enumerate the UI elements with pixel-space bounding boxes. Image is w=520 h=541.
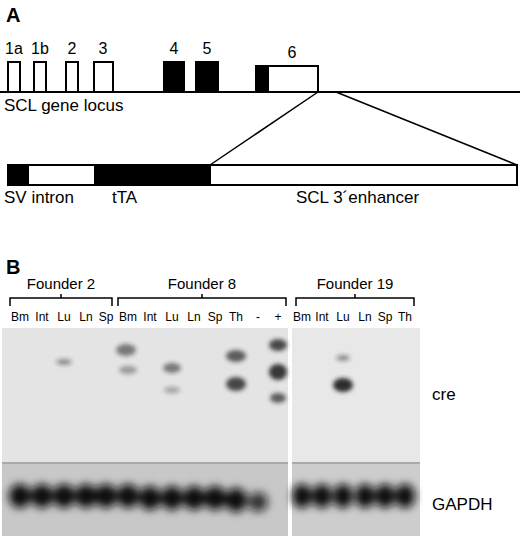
band xyxy=(119,366,137,374)
blot-divider xyxy=(2,463,288,464)
band xyxy=(226,350,246,362)
founder-label: Founder 2 xyxy=(27,276,95,293)
lane-label: Bm xyxy=(11,311,29,324)
construct-label: SCL 3´enhancer xyxy=(296,189,419,208)
probe-label: GAPDH xyxy=(432,496,492,515)
zoom-line xyxy=(336,92,517,165)
exon-number: 3 xyxy=(99,40,108,58)
band xyxy=(183,486,205,510)
bracket xyxy=(118,294,286,306)
exon-boxes xyxy=(8,62,318,92)
band xyxy=(164,387,180,393)
lane-label: Lu xyxy=(336,311,349,324)
band xyxy=(75,484,97,508)
band xyxy=(139,486,161,510)
band xyxy=(333,378,353,392)
lane-label: Ln xyxy=(187,311,200,324)
founder-label: Founder 19 xyxy=(317,276,394,293)
band xyxy=(355,484,375,508)
lane-label: Ln xyxy=(79,311,92,324)
bands xyxy=(56,339,353,403)
exon-number: 1b xyxy=(31,40,49,58)
lane-label: Int xyxy=(35,311,48,324)
exon-number: 1a xyxy=(5,40,23,58)
band xyxy=(116,344,136,356)
construct-part xyxy=(28,165,95,185)
lane-label: - xyxy=(256,311,260,324)
exon-box xyxy=(94,62,113,92)
lane-label: Sp xyxy=(378,311,393,324)
construct-label: SV intron xyxy=(4,189,74,208)
band xyxy=(117,484,139,508)
founder-label: Founder 8 xyxy=(168,276,236,293)
gapdh-bands xyxy=(9,484,415,512)
exon-number: 4 xyxy=(170,40,179,58)
band xyxy=(163,363,181,373)
band xyxy=(248,492,268,512)
exon-box xyxy=(196,62,218,92)
lane-label: Int xyxy=(315,311,328,324)
exon-number: 6 xyxy=(288,44,297,62)
exon-box xyxy=(66,62,78,92)
blot-cre xyxy=(2,328,288,462)
blot-gapdh xyxy=(2,464,288,536)
band xyxy=(31,484,53,508)
blot-gapdh xyxy=(292,464,420,536)
band xyxy=(336,355,350,361)
band xyxy=(269,364,287,380)
lane-label: Int xyxy=(143,311,156,324)
lane-label: Lu xyxy=(57,311,70,324)
band xyxy=(395,484,415,508)
band xyxy=(53,484,75,508)
exon-number: 5 xyxy=(203,40,212,58)
lane-label: Th xyxy=(229,311,243,324)
lane-label: Sp xyxy=(99,311,114,324)
lane-label: Ln xyxy=(358,311,371,324)
lane-label: Lu xyxy=(165,311,178,324)
bracket xyxy=(296,294,414,306)
brackets xyxy=(10,294,414,306)
exon-box xyxy=(34,62,46,92)
band xyxy=(270,393,286,403)
lane-label: Bm xyxy=(119,311,137,324)
lane-label: Bm xyxy=(293,311,311,324)
band xyxy=(9,484,31,508)
construct-bar xyxy=(8,165,517,185)
band xyxy=(56,359,72,365)
panel-letter: B xyxy=(6,256,20,278)
lane-label: Sp xyxy=(208,311,223,324)
lane-label: + xyxy=(274,311,281,324)
construct-part xyxy=(95,165,210,185)
band xyxy=(312,484,332,508)
band xyxy=(226,377,246,391)
band xyxy=(95,484,117,508)
band xyxy=(375,484,395,508)
blot-divider xyxy=(292,463,420,464)
bracket xyxy=(10,294,112,306)
exon-box xyxy=(256,66,268,92)
construct-part xyxy=(8,165,28,185)
band xyxy=(269,339,287,351)
band xyxy=(333,484,353,508)
exon-box xyxy=(8,62,20,92)
band xyxy=(204,486,226,510)
band xyxy=(225,488,247,512)
zoom-line xyxy=(210,92,318,165)
exon-box xyxy=(268,66,318,92)
blot-cre xyxy=(292,328,420,462)
exon-number: 2 xyxy=(68,40,77,58)
construct-part xyxy=(210,165,517,185)
panel-letter: A xyxy=(6,4,20,26)
probe-label: cre xyxy=(432,386,456,405)
lane-label: Th xyxy=(398,311,412,324)
construct-label: tTA xyxy=(112,189,137,208)
locus-label: SCL gene locus xyxy=(4,97,123,116)
band xyxy=(292,484,312,508)
band xyxy=(161,486,183,510)
exon-box xyxy=(164,62,184,92)
